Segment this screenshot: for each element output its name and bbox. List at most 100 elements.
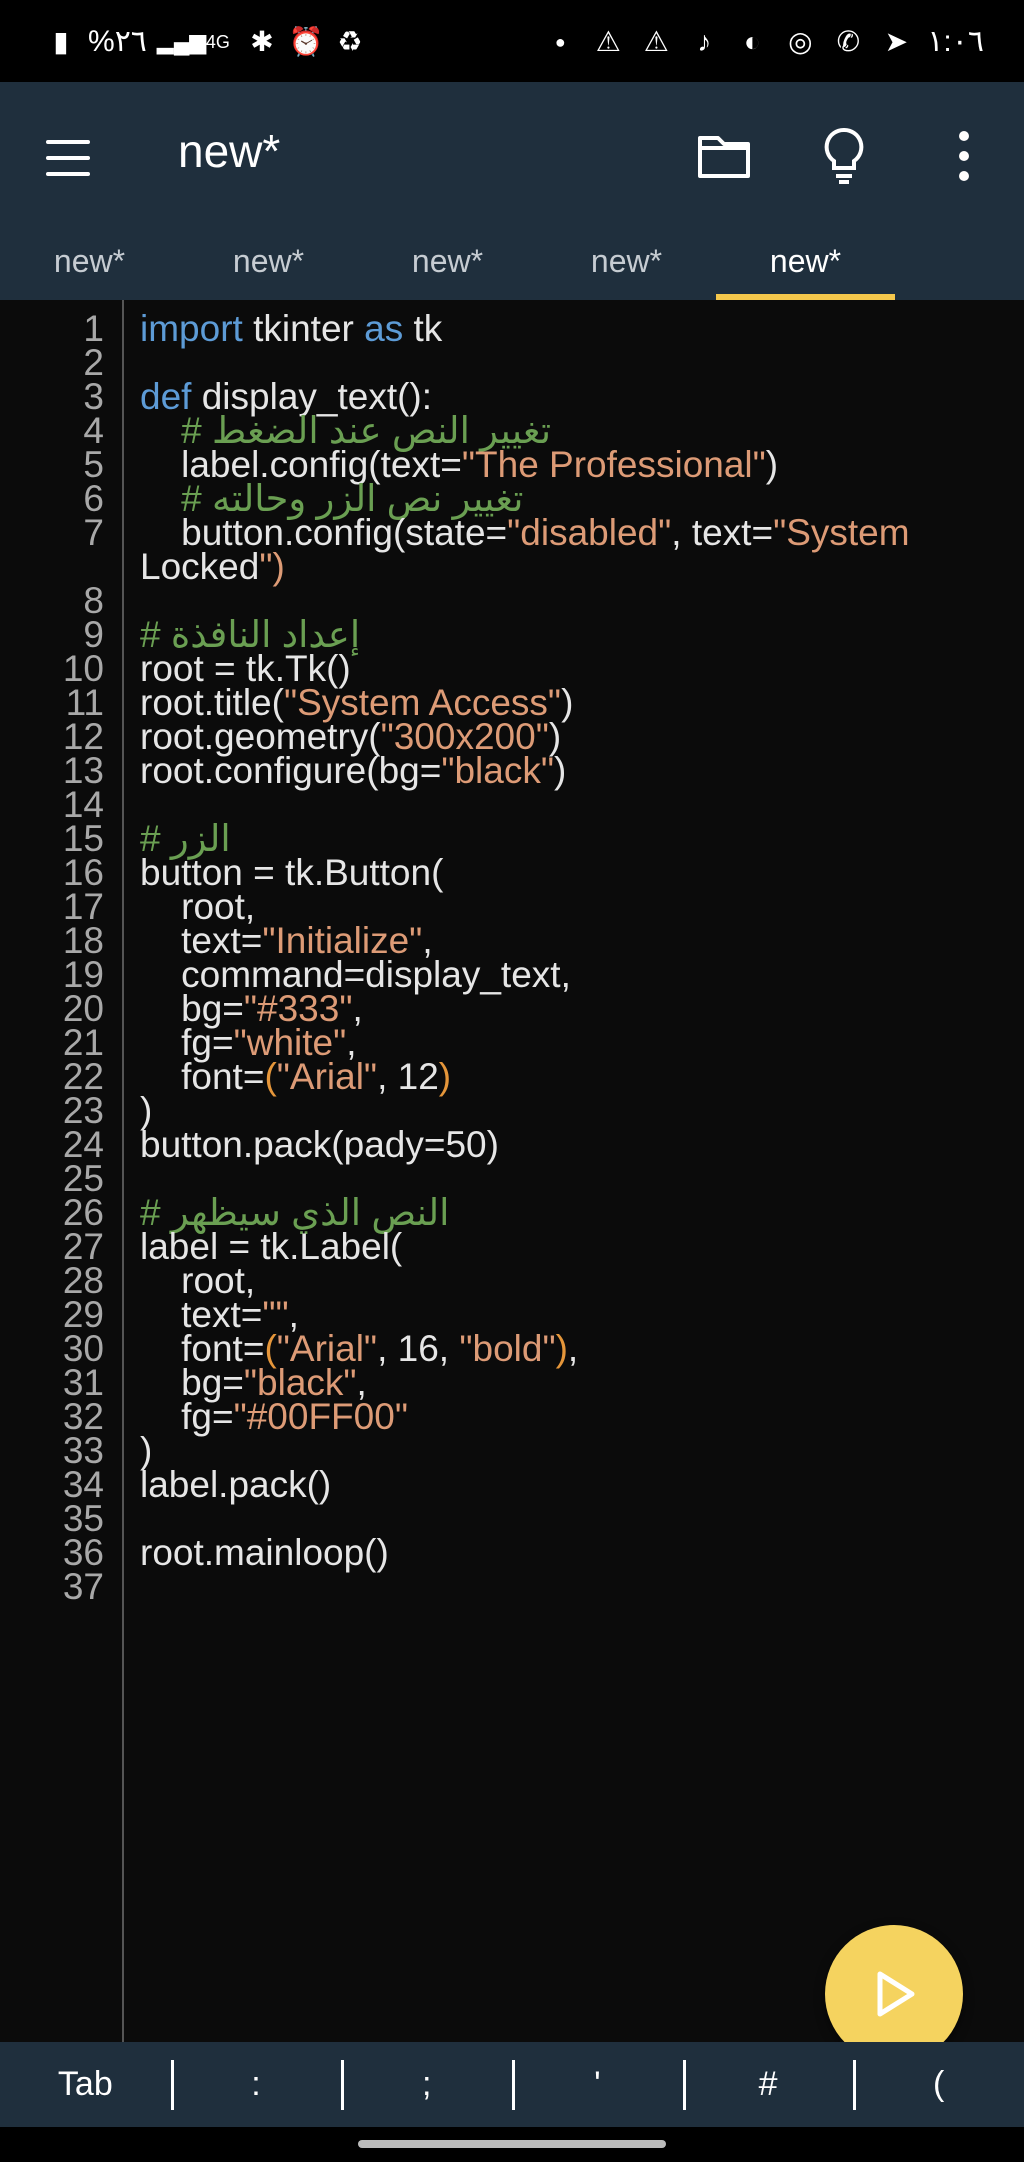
code-line: 30 font=("Arial", 16, "bold"),	[0, 1328, 1024, 1369]
signal-icon: ▂▄▆	[156, 28, 207, 54]
line-number: 15	[62, 818, 104, 859]
line-number: 28	[62, 1260, 104, 1301]
code-line: 21 fg="white",	[0, 1022, 1024, 1063]
dot-icon: ●	[554, 31, 566, 52]
line-code: root = tk.Tk()	[140, 648, 351, 689]
line-number: 12	[62, 716, 104, 757]
line-number: 20	[62, 988, 104, 1029]
clock: ١:٠٦	[927, 25, 984, 58]
line-code: # إعداد النافذة	[140, 614, 361, 655]
tab-5-active[interactable]: new*	[716, 232, 895, 300]
line-code: text="Initialize",	[140, 920, 433, 961]
key-semicolon[interactable]: ;	[341, 2042, 512, 2127]
key-tab[interactable]: Tab	[57, 2065, 113, 2103]
line-number: 9	[83, 614, 104, 655]
key-quote[interactable]: '	[512, 2042, 683, 2127]
home-gesture-handle[interactable]	[358, 2140, 666, 2148]
line-number: 10	[62, 648, 104, 689]
code-line: 37	[0, 1568, 1024, 1605]
line-number: 30	[62, 1328, 104, 1369]
line-code: # الزر	[140, 818, 231, 859]
code-line: 28 root,	[0, 1260, 1024, 1301]
key-colon[interactable]: :	[170, 2042, 342, 2127]
code-line: 29 text="",	[0, 1294, 1024, 1335]
line-number: 29	[62, 1294, 104, 1335]
whatsapp-icon: ✆	[836, 25, 861, 57]
run-button[interactable]	[825, 1925, 963, 2063]
line-number: 8	[83, 580, 104, 621]
line-number: 18	[62, 920, 104, 961]
network-4g-icon: 4G	[205, 31, 230, 52]
code-line: 27 label = tk.Label(	[0, 1226, 1024, 1267]
gutter-divider	[122, 300, 124, 2042]
line-code: font=("Arial", 16, "bold"),	[140, 1328, 579, 1369]
tab-2[interactable]: new*	[232, 243, 305, 279]
line-number: 3	[83, 376, 104, 417]
folder-icon[interactable]	[692, 124, 756, 188]
tab-3[interactable]: new*	[411, 243, 484, 279]
lightbulb-icon[interactable]	[812, 124, 876, 188]
file-title: new*	[178, 125, 281, 177]
warning-icon: ⚠	[643, 25, 669, 57]
line-code: label = tk.Label(	[140, 1226, 403, 1267]
line-number: 11	[65, 682, 104, 723]
code-line: 13 root.configure(bg="black")	[0, 750, 1024, 791]
line-code: command=display_text,	[140, 954, 571, 995]
code-line: 7 button.config(state="disabled", text="…	[0, 514, 1024, 551]
line-number: 33	[62, 1430, 104, 1471]
code-line: 32 fg="#00FF00"	[0, 1398, 1024, 1435]
code-line: 10 root = tk.Tk()	[0, 648, 1024, 689]
line-code: root.configure(bg="black")	[140, 750, 567, 791]
code-line: 9 # إعداد النافذة	[0, 614, 1024, 655]
code-line: 22 font=("Arial", 12)	[0, 1056, 1024, 1097]
code-line: 33)	[0, 1430, 1024, 1471]
line-number: 36	[62, 1532, 104, 1573]
line-code: button.pack(pady=50)	[140, 1124, 499, 1165]
code-line: 11 root.title("System Access")	[0, 682, 1024, 723]
line-number: 31	[62, 1362, 104, 1403]
code-line: 35	[0, 1498, 1024, 1539]
tab-4[interactable]: new*	[590, 243, 663, 279]
line-code: root,	[140, 886, 256, 927]
key-paren[interactable]: (	[853, 2042, 1024, 2127]
line-number: 1	[83, 308, 104, 349]
line-number: 13	[62, 750, 104, 791]
menu-icon[interactable]	[40, 130, 96, 186]
line-number: 27	[62, 1226, 104, 1267]
telegram-icon: ➤	[884, 25, 909, 57]
line-number: 25	[62, 1158, 104, 1199]
app-bar: new* new* new* new* new* new*	[0, 82, 1024, 300]
system-nav-bar	[0, 2127, 1024, 2162]
extra-keys-bar: Tab : ; ' # (	[0, 2042, 1024, 2127]
more-vert-icon[interactable]	[932, 124, 996, 188]
line-code: bg="#333",	[140, 988, 363, 1029]
line-number: 21	[62, 1022, 104, 1063]
line-code: root.mainloop()	[140, 1532, 389, 1573]
code-line: 6 # تغيير نص الزر وحالته	[0, 478, 1024, 519]
alarm-icon: ⏰	[288, 25, 324, 57]
line-code: label.pack()	[140, 1464, 332, 1505]
line-number: 17	[62, 886, 104, 927]
line-code: root.geometry("300x200")	[140, 716, 562, 757]
code-line: 23)	[0, 1092, 1024, 1129]
line-number: 22	[62, 1056, 104, 1097]
code-line: 15 # الزر	[0, 818, 1024, 859]
tab-1[interactable]: new*	[53, 243, 126, 279]
battery-percent: %٢٦	[88, 25, 147, 58]
battery-icon: ▮	[53, 25, 69, 57]
chrome-icon: ◎	[788, 25, 813, 57]
line-code: button = tk.Button(	[140, 852, 444, 893]
key-hash[interactable]: #	[682, 2042, 854, 2127]
line-number: 35	[62, 1498, 104, 1539]
code-line: 12 root.geometry("300x200")	[0, 716, 1024, 757]
status-left: ▮ %٢٦ ▂▄▆ 4G ✱ ⏰ ♻	[44, 24, 367, 59]
bluetooth-icon: ✱	[250, 25, 274, 57]
line-code: # تغيير نص الزر وحالته	[140, 478, 524, 519]
code-line: 14	[0, 786, 1024, 823]
code-line: 25	[0, 1158, 1024, 1199]
line-code: root,	[140, 1260, 256, 1301]
line-code: root.title("System Access")	[140, 682, 574, 723]
